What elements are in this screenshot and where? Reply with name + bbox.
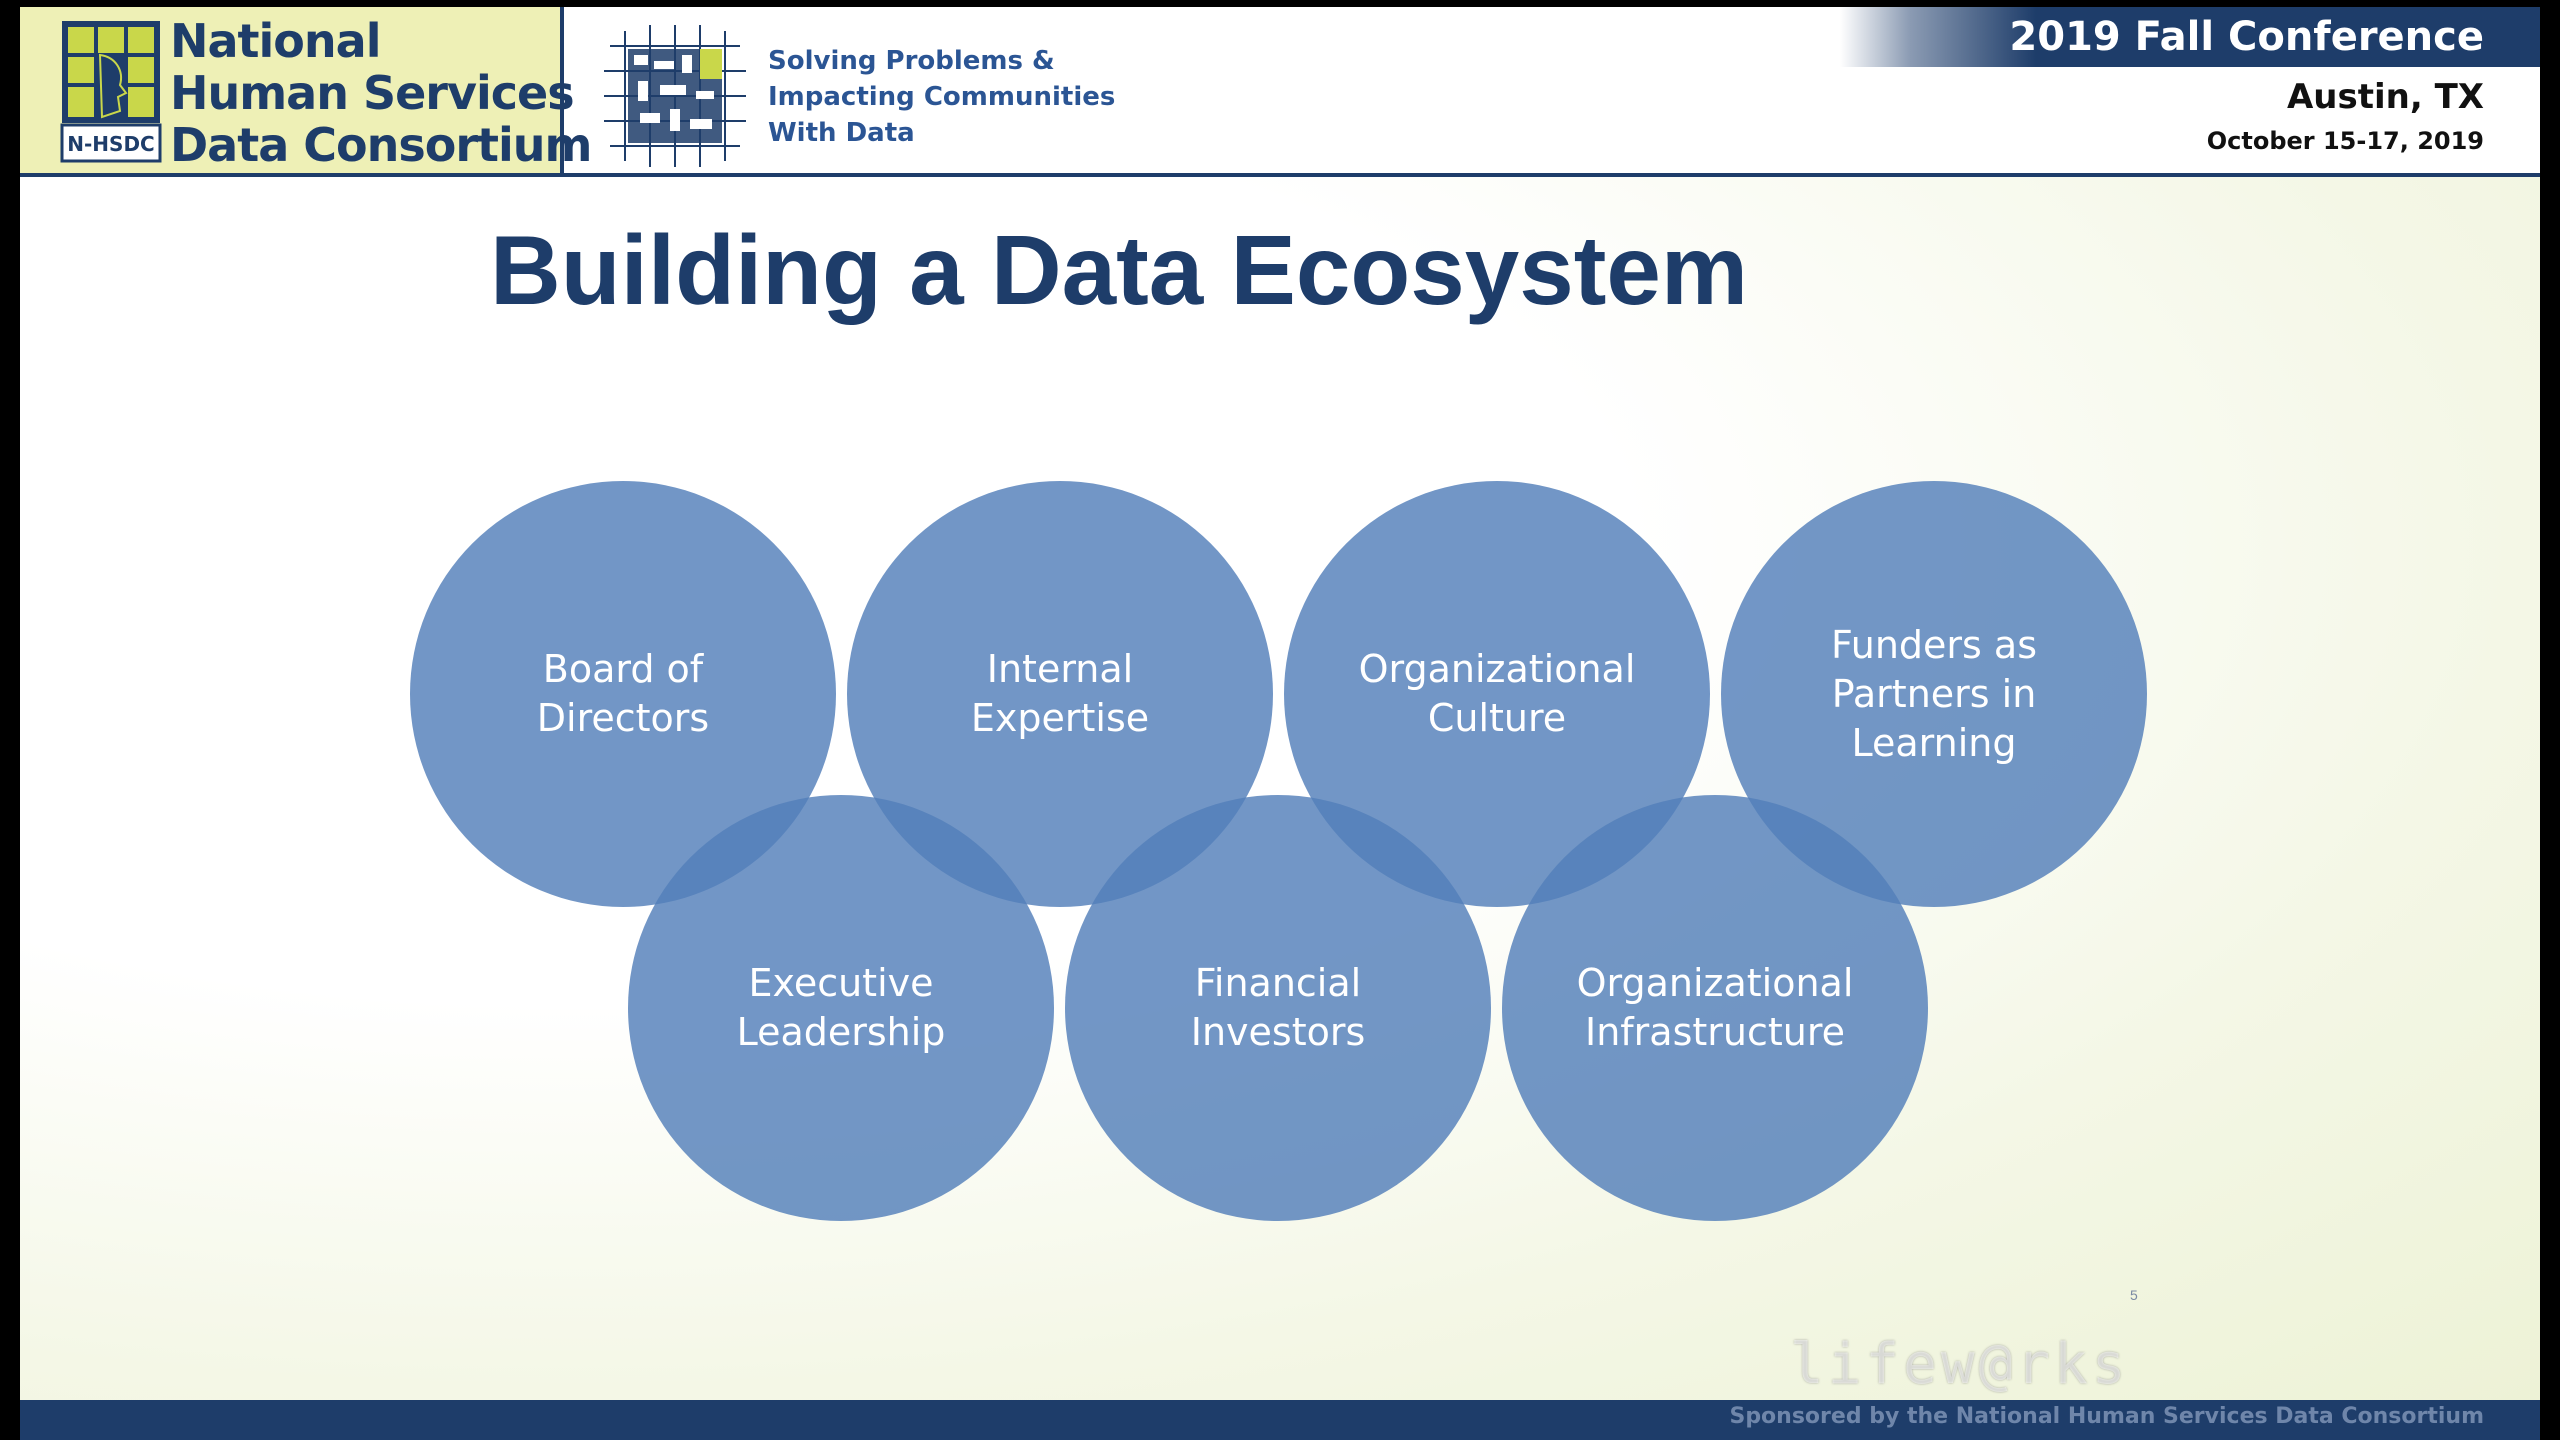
circle-label: Financial Investors (1190, 961, 1366, 1054)
tagline-line-1: Solving Problems & (768, 46, 1055, 76)
slide-header: N-HSDC National Human Services Data Cons… (20, 7, 2540, 173)
logo-line-2: Human Services (170, 66, 575, 120)
circle-financial-investors: Financial Investors (1065, 795, 1491, 1221)
conference-title: 2019 Fall Conference (2009, 14, 2484, 60)
tagline-line-3: With Data (768, 118, 915, 148)
circle-label: Board of Directors (536, 647, 710, 740)
header-divider (20, 173, 2540, 177)
logo-line-1: National (170, 14, 381, 68)
nhsdc-logo-icon: N-HSDC (60, 21, 162, 163)
circle-organizational-infrastructure: Organizational Infrastructure (1502, 795, 1928, 1221)
sponsor-text: Sponsored by the National Human Services… (1729, 1404, 2484, 1429)
tagline-line-2: Impacting Communities (768, 82, 1116, 112)
logo-line-3: Data Consortium (170, 118, 592, 172)
slide-footer: Sponsored by the National Human Services… (20, 1400, 2540, 1440)
logo-wordmark: National Human Services Data Consortium (170, 14, 592, 172)
nhsdc-logo: N-HSDC National Human Services Data Cons… (20, 7, 592, 173)
slide-content: Building a Data Ecosystem Board of Direc… (20, 177, 2540, 1400)
logo-badge-text: N-HSDC (67, 132, 154, 156)
conference-dates: October 15-17, 2019 (2206, 127, 2484, 155)
circle-executive-leadership: Executive Leadership (628, 795, 1054, 1221)
circle-label: Organizational Infrastructure (1576, 961, 1854, 1054)
circle-label: Organizational Culture (1358, 647, 1636, 740)
conference-city: Austin, TX (2286, 77, 2484, 117)
video-watermark: lifew@rks (1790, 1332, 2130, 1397)
slide-number: 5 (2130, 1287, 2138, 1303)
conference-banner (1840, 7, 2540, 67)
data-globe-icon (604, 25, 746, 167)
slide-title: Building a Data Ecosystem (490, 215, 1749, 325)
circle-label: Funders as Partners in Learning (1830, 622, 2038, 765)
circle-label: Executive Leadership (736, 961, 946, 1054)
tagline: Solving Problems & Impacting Communities… (768, 43, 1115, 151)
circle-label: Internal Expertise (970, 647, 1150, 740)
slide: N-HSDC National Human Services Data Cons… (20, 7, 2540, 1440)
